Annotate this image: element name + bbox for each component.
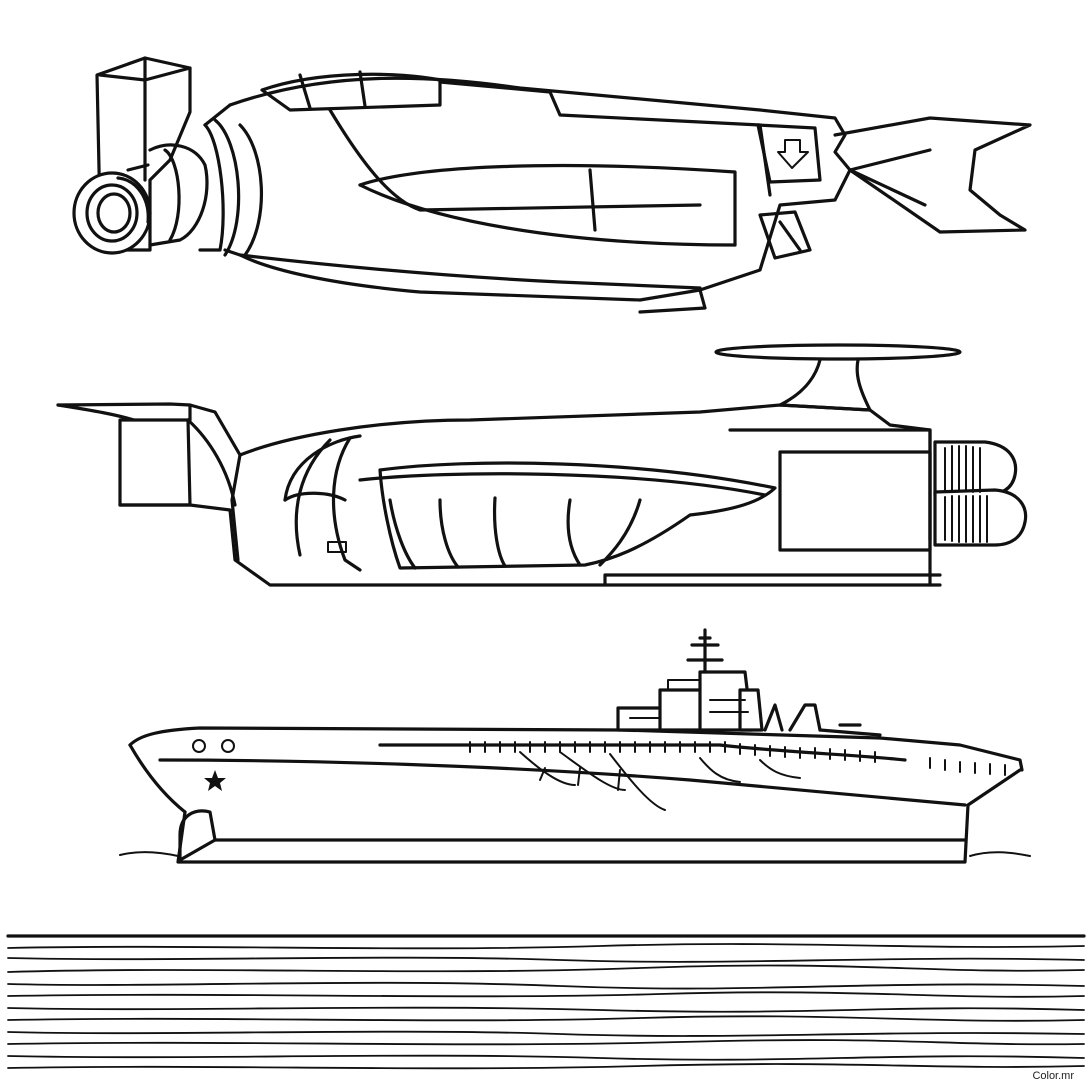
aircraft-carrier bbox=[119, 628, 1031, 864]
watermark-credit: Color.mr bbox=[1032, 1070, 1074, 1082]
sea bbox=[6, 934, 1086, 1070]
carrier-island bbox=[616, 628, 882, 737]
engine-pods bbox=[933, 440, 1028, 547]
lower-spacecraft bbox=[56, 343, 1028, 587]
upper-spacecraft bbox=[72, 56, 1032, 314]
